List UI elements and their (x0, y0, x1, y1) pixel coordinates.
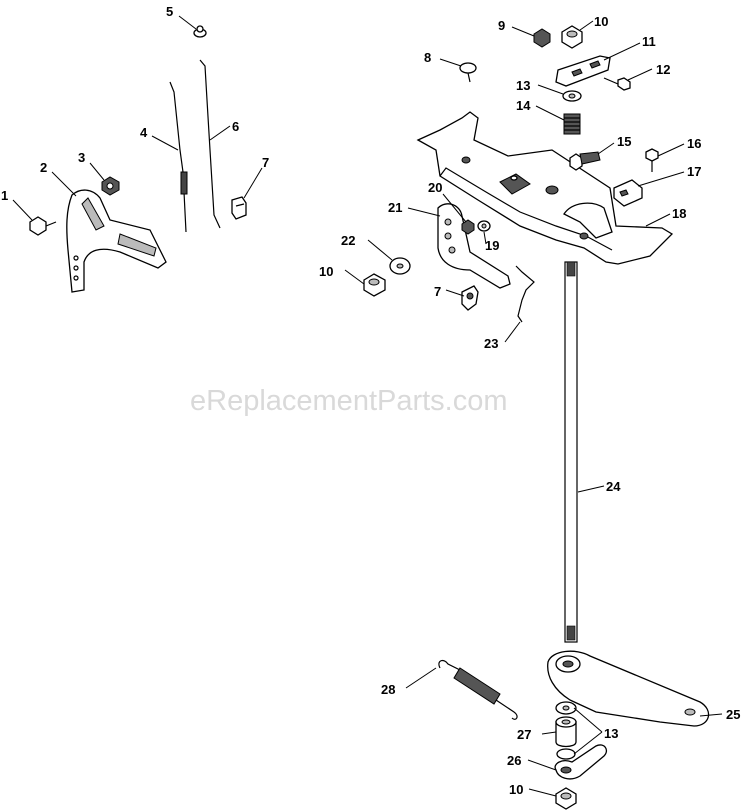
callout-12: 12 (656, 62, 670, 77)
part-14-spring[interactable] (563, 113, 581, 135)
callout-7-right: 7 (434, 284, 441, 299)
part-2-governor-lever[interactable] (66, 189, 167, 293)
callout-15: 15 (617, 134, 631, 149)
part-9-nut[interactable] (533, 28, 551, 48)
callout-1: 1 (1, 188, 8, 203)
part-21-lever[interactable] (437, 203, 511, 289)
callout-11: 11 (642, 34, 656, 49)
part-10-nut-top[interactable] (561, 25, 583, 49)
part-22-washer[interactable] (389, 257, 411, 275)
callout-24: 24 (606, 479, 621, 494)
callout-28: 28 (381, 682, 395, 697)
part-8-screw[interactable] (459, 62, 477, 83)
callout-13-bottom: 13 (604, 726, 618, 741)
callout-4: 4 (140, 125, 148, 140)
part-6-rod[interactable] (199, 59, 221, 229)
part-7-clip-right[interactable] (461, 285, 479, 311)
callout-labels: 1 2 3 4 5 6 7 8 9 10 11 12 13 14 15 16 1… (1, 4, 740, 797)
part-18-control-bracket[interactable] (416, 111, 674, 265)
callout-25: 25 (726, 707, 740, 722)
callout-23: 23 (484, 336, 498, 351)
callout-10-bottom: 10 (509, 782, 523, 797)
callout-10-middle: 10 (319, 264, 333, 279)
callout-26: 26 (507, 753, 521, 768)
callout-21: 21 (388, 200, 402, 215)
part-3-nut[interactable] (101, 176, 120, 196)
part-7-clip-left[interactable] (231, 196, 247, 220)
part-19-washer[interactable] (477, 220, 491, 232)
callout-16: 16 (687, 136, 701, 151)
part-20-nut[interactable] (461, 219, 475, 235)
part-11-bracket[interactable] (555, 55, 611, 87)
callout-3: 3 (78, 150, 85, 165)
callout-14: 14 (516, 98, 531, 113)
callout-27: 27 (517, 727, 531, 742)
watermark-text: eReplacementParts.com (190, 385, 508, 417)
part-13-washer-lower[interactable] (556, 748, 576, 760)
callout-13-top: 13 (516, 78, 530, 93)
part-23-link-rod[interactable] (515, 265, 535, 323)
part-26-lever[interactable] (554, 744, 608, 780)
part-5-clip[interactable] (193, 25, 207, 38)
part-13-washer-bottom[interactable] (555, 701, 577, 715)
callout-2: 2 (40, 160, 47, 175)
part-15-bolt[interactable] (569, 151, 601, 171)
callout-6: 6 (232, 119, 239, 134)
part-28-spring[interactable] (438, 659, 518, 720)
callout-17: 17 (687, 164, 701, 179)
callout-9: 9 (498, 18, 505, 33)
callout-22: 22 (341, 233, 355, 248)
part-4-linkage-spring[interactable] (169, 81, 188, 233)
callout-18: 18 (672, 206, 686, 221)
part-25-lever-plate[interactable] (547, 650, 710, 727)
part-24-shaft[interactable] (564, 261, 578, 643)
part-13-washer-top[interactable] (562, 90, 582, 102)
part-12-bolt[interactable] (603, 77, 631, 91)
callout-7: 7 (262, 155, 269, 170)
part-10-nut-middle[interactable] (363, 273, 386, 297)
part-17-clip[interactable] (613, 179, 643, 207)
callout-10-top: 10 (594, 14, 608, 29)
callout-19: 19 (485, 238, 499, 253)
callout-5: 5 (166, 4, 173, 19)
callout-20: 20 (428, 180, 442, 195)
part-10-nut-bottom[interactable] (555, 787, 577, 810)
leader-lines (12, 15, 723, 797)
callout-8: 8 (424, 50, 431, 65)
part-1-screw[interactable] (29, 216, 57, 236)
part-16-screw[interactable] (645, 148, 659, 172)
part-27-bushing[interactable] (555, 716, 577, 748)
